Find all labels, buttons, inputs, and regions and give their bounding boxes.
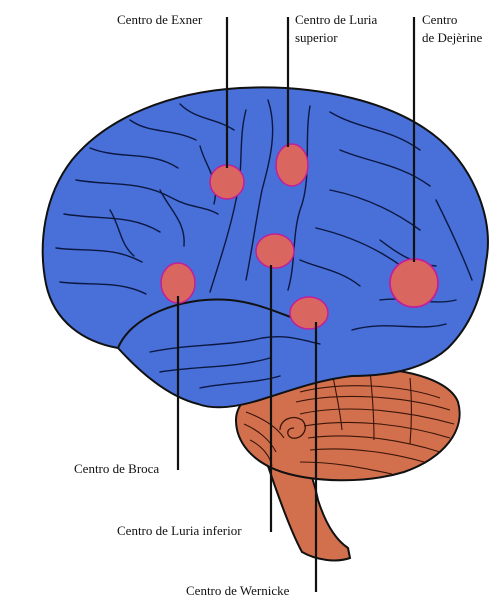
exner-center-marker — [210, 165, 244, 199]
luria-superior-center-marker — [276, 144, 308, 186]
label-broca: Centro de Broca — [74, 461, 159, 477]
luria-inferior-center-marker — [256, 234, 294, 268]
label-wernicke: Centro de Wernicke — [186, 583, 289, 595]
label-dejerine-line2: de Dejèrine — [422, 30, 482, 46]
label-luria-superior-line2: superior — [295, 30, 338, 46]
label-dejerine-line1: Centro — [422, 12, 457, 28]
label-exner: Centro de Exner — [117, 12, 202, 28]
label-luria-inferior: Centro de Luria inferior — [117, 523, 242, 539]
label-luria-superior-line1: Centro de Luria — [295, 12, 377, 28]
dejerine-center-marker — [390, 259, 438, 307]
wernicke-center-marker — [290, 297, 328, 329]
